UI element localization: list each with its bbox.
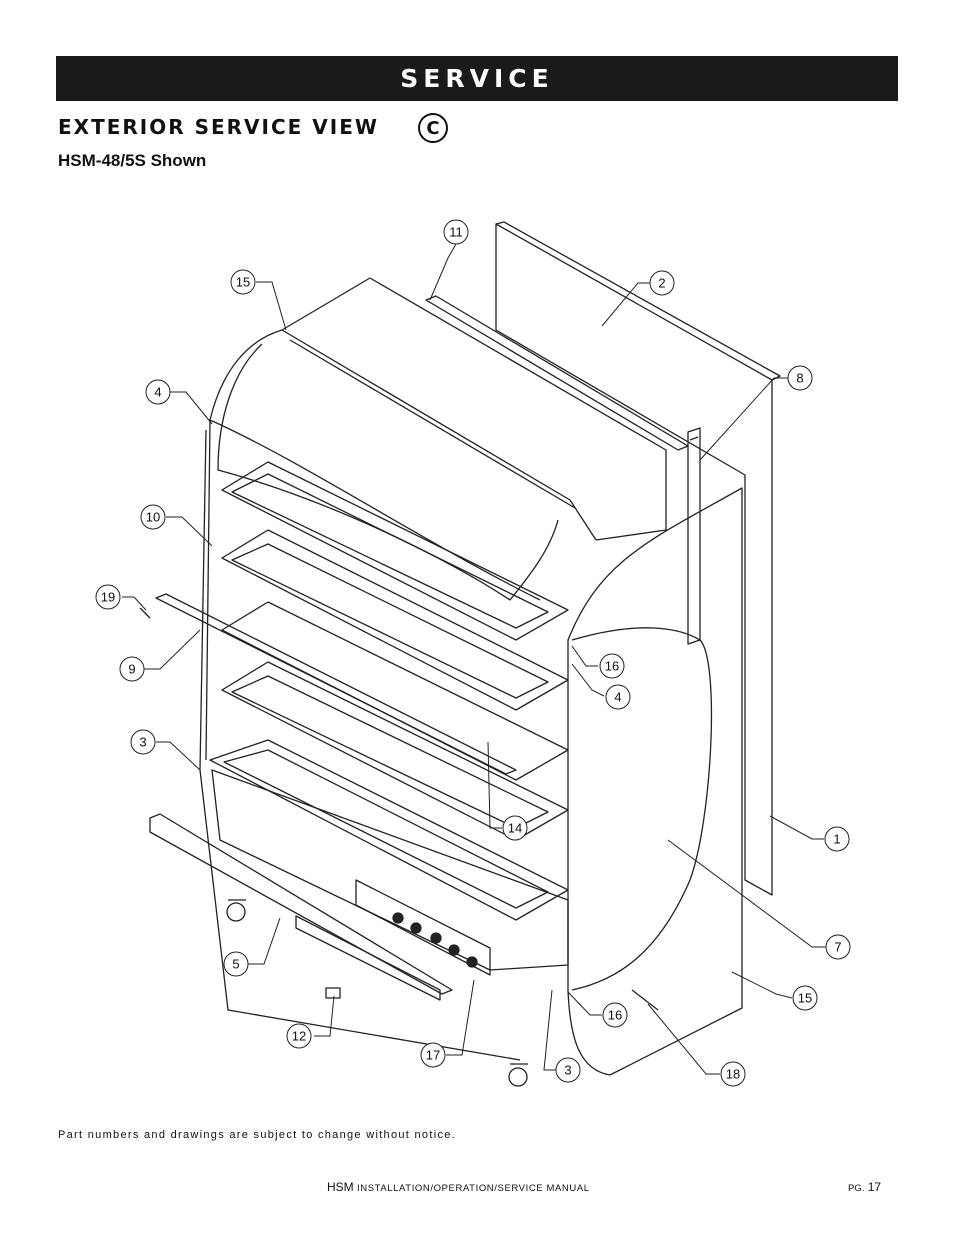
callout-17: 17	[420, 1042, 446, 1068]
base-cabinet	[211, 769, 569, 971]
callout-15-top: 15	[230, 269, 256, 295]
svg-text:16: 16	[608, 1008, 622, 1023]
svg-text:17: 17	[426, 1048, 440, 1063]
svg-text:7: 7	[834, 940, 841, 955]
callout-19: 19	[95, 584, 121, 610]
footer-manual-title: HSM installation/operation/service manua…	[327, 1180, 590, 1194]
svg-text:15: 15	[236, 275, 250, 290]
svg-text:16: 16	[605, 659, 619, 674]
svg-text:1: 1	[833, 832, 840, 847]
svg-text:4: 4	[154, 385, 161, 400]
casters	[226, 899, 528, 1087]
kick-panel	[149, 813, 453, 995]
screw-19	[139, 607, 151, 619]
leader-lines	[122, 243, 826, 1075]
svg-text:12: 12	[292, 1029, 306, 1044]
svg-text:18: 18	[726, 1067, 740, 1082]
rear-gasket	[687, 427, 701, 645]
page-number-value: 17	[867, 1180, 882, 1194]
screw	[631, 989, 659, 1011]
svg-text:4: 4	[614, 690, 621, 705]
section-title: EXTERIOR SERVICE VIEW	[58, 115, 379, 139]
notice-text: Part numbers and drawings are subject to…	[58, 1129, 457, 1141]
svg-text:8: 8	[796, 371, 803, 386]
callout-10: 10	[140, 504, 166, 530]
callout-3-right: 3	[555, 1057, 581, 1083]
shelves	[209, 461, 569, 921]
callout-15-bottom: 15	[792, 985, 818, 1011]
callout-7: 8	[787, 365, 813, 391]
svg-text:10: 10	[146, 510, 160, 525]
svg-text:9: 9	[128, 662, 135, 677]
callout-8: 9	[119, 656, 145, 682]
callout-18: 18	[720, 1061, 746, 1087]
banner-title: SERVICE	[400, 64, 554, 93]
top-cabinet	[281, 277, 667, 541]
footer-product: HSM	[327, 1180, 354, 1194]
section-banner: SERVICE	[56, 56, 898, 101]
control-knobs	[392, 912, 478, 968]
callout-4-right: 4	[605, 684, 631, 710]
footer-manual-subtitle: installation/operation/service manual	[357, 1183, 590, 1194]
svg-text:3: 3	[139, 735, 146, 750]
right-side-panel	[567, 487, 743, 1076]
callout-5: 5	[223, 951, 249, 977]
callout-3-left: 3	[130, 729, 156, 755]
control-panel	[355, 879, 491, 976]
callout-2: 2	[649, 270, 675, 296]
callout-14: 14	[502, 815, 528, 841]
back-panel-flange	[495, 221, 781, 381]
hood-left	[205, 329, 283, 761]
callout-16-lower: 16	[602, 1002, 628, 1028]
svg-text:3: 3	[564, 1063, 571, 1078]
callout-11: 11	[443, 219, 469, 245]
callouts: 11 2 15 8 4 10 19 9 16 4 3 14 1 7 5 15 1…	[95, 219, 851, 1087]
callout-12: 12	[286, 1023, 312, 1049]
callout-4-left: 4	[145, 379, 171, 405]
callout-1: 1	[824, 826, 850, 852]
unit-drawing	[139, 221, 781, 1087]
callout-16-upper: 16	[599, 653, 625, 679]
svg-text:15: 15	[798, 991, 812, 1006]
svg-text:2: 2	[658, 276, 665, 291]
svg-text:19: 19	[101, 590, 115, 605]
model-subtitle: HSM-48/5S Shown	[58, 151, 207, 170]
exploded-view-diagram: 11 2 15 8 4 10 19 9 16 4 3 14 1 7 5 15 1…	[95, 219, 851, 1087]
knob	[325, 987, 341, 999]
callout-9: 7	[825, 934, 851, 960]
front-rail	[155, 593, 517, 775]
page-prefix: pg.	[848, 1183, 865, 1194]
svg-text:14: 14	[508, 821, 522, 836]
top-rail	[425, 295, 689, 451]
page-number: pg. 17	[848, 1180, 881, 1194]
svg-text:11: 11	[449, 225, 463, 240]
section-badge: C	[418, 113, 448, 143]
svg-text:5: 5	[232, 957, 239, 972]
left-side-panel	[199, 429, 521, 1061]
